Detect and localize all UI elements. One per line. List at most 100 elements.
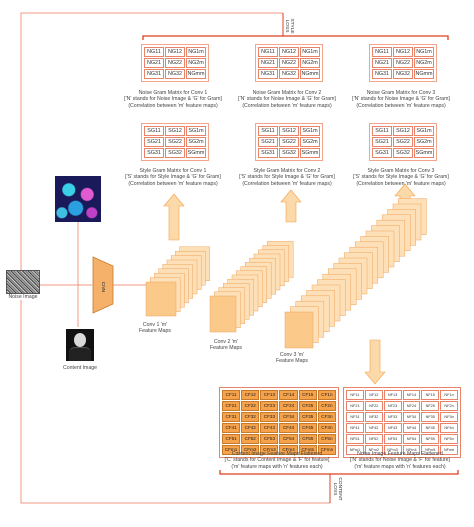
matrix-cell: CF15 [298,390,317,400]
matrix-cell: SG11 [258,126,278,136]
matrix-cell: NF43 [383,423,402,433]
matrix-cell: CF54 [279,434,298,444]
matrix-cell: CF45 [298,423,317,433]
conv1-caption: Conv 1 'm'Feature Maps [138,322,171,335]
matrix-cell: SG31 [372,148,392,158]
matrix-cell: SG22 [393,137,413,147]
matrix-cell: SG31 [258,148,278,158]
matrix-cell: NF51 [346,434,364,444]
content-image-label: Content Image [62,365,98,371]
conv2-caption: Conv 2 'm'Feature Maps [209,339,242,352]
matrix-cell: SG1m [414,126,434,136]
matrix-cell: NG1m [186,47,206,57]
matrix-cell: CF21 [222,401,241,411]
noise-gram-caption-conv3: Noise Gram Matrix for Conv 3['N' stands … [352,90,450,109]
matrix-cell: CF44 [279,423,298,433]
matrix-cell: SG31 [144,148,164,158]
matrix-cell: NF21 [346,401,364,411]
matrix-cell: NF35 [421,412,440,422]
content-image [66,329,94,361]
style-gram-caption-conv1: Style Gram Matrix for Conv 1['S' stands … [125,168,221,187]
matrix-cell: NF45 [421,423,440,433]
matrix-cell: NFm2 [364,445,383,455]
matrix-cell: NG32 [279,69,299,79]
matrix-cell: NG22 [165,58,185,68]
matrix-cell: NF15 [421,390,440,400]
matrix-cell: CF52 [241,434,260,444]
matrix-cell: NF23 [383,401,402,411]
matrix-cell: NG22 [393,58,413,68]
matrix-cell: SG21 [144,137,164,147]
matrix-cell: CF33 [260,412,279,422]
matrix-cell: SGmm [186,148,206,158]
matrix-cell: CF55 [298,434,317,444]
matrix-cell: NG11 [258,47,278,57]
matrix-cell: NG1m [300,47,320,57]
matrix-cell: CF5n [317,434,336,444]
matrix-cell: NG21 [144,58,164,68]
matrix-cell: CF32 [241,412,260,422]
matrix-cell: NF32 [364,412,383,422]
matrix-cell: CF2n [317,401,336,411]
matrix-cell: CF24 [279,401,298,411]
matrix-cell: NFmn [440,445,458,455]
matrix-cell: NFm3 [383,445,402,455]
matrix-cell: CF31 [222,412,241,422]
conv2-feature-map [209,295,237,333]
matrix-cell: NG32 [165,69,185,79]
noise-gram-caption-conv1: Noise Gram Matrix for Conv 1['N' stands … [124,90,222,109]
matrix-cell: NF13 [383,390,402,400]
matrix-cell: NGmm [186,69,206,79]
matrix-cell: SG32 [165,148,185,158]
matrix-cell: CF23 [260,401,279,411]
matrix-cell: SG1m [186,126,206,136]
matrix-cell: CFm2 [241,445,260,455]
matrix-cell: SG1m [300,126,320,136]
matrix-cell: NF24 [402,401,421,411]
matrix-cell: NGmm [300,69,320,79]
cnn-block [92,256,114,314]
matrix-cell: NF55 [421,434,440,444]
matrix-cell: CFm5 [298,445,317,455]
matrix-cell: SG2m [414,137,434,147]
matrix-cell: CF35 [298,412,317,422]
matrix-cell: NF52 [364,434,383,444]
matrix-cell: CF11 [222,390,241,400]
matrix-cell: CF12 [241,390,260,400]
matrix-cell: NF3n [440,412,458,422]
matrix-cell: CF22 [241,401,260,411]
matrix-cell: SG2m [300,137,320,147]
matrix-cell: NG12 [393,47,413,57]
style-image [55,176,101,222]
matrix-cell: CF34 [279,412,298,422]
conv3-caption: Conv 3 'm'Feature Maps [275,352,308,365]
matrix-cell: NG22 [279,58,299,68]
matrix-cell: SG12 [279,126,299,136]
matrix-cell: CF3n [317,412,336,422]
content-flattened-caption: Content Image Feature Maps Flattened['C'… [224,451,330,470]
style-gram-caption-conv2: Style Gram Matrix for Conv 2['S' stands … [239,168,335,187]
matrix-cell: NF31 [346,412,364,422]
matrix-cell: NF25 [421,401,440,411]
matrix-cell: NG21 [258,58,278,68]
matrix-cell: NG32 [393,69,413,79]
matrix-cell: SGmm [414,148,434,158]
matrix-cell: NFm5 [421,445,440,455]
matrix-cell: NF33 [383,412,402,422]
matrix-cell: CFm4 [279,445,298,455]
matrix-cell: NF22 [364,401,383,411]
noise-flattened-caption: Noise Image Feature Maps Flattened['N' s… [350,451,450,470]
matrix-cell: NG1m [414,47,434,57]
matrix-cell: SG22 [279,137,299,147]
matrix-cell: NFm1 [346,445,364,455]
matrix-cell: NF11 [346,390,364,400]
style-gram-caption-conv3: Style Gram Matrix for Conv 3['S' stands … [353,168,449,187]
matrix-cell: SG32 [279,148,299,158]
matrix-cell: NG31 [372,69,392,79]
